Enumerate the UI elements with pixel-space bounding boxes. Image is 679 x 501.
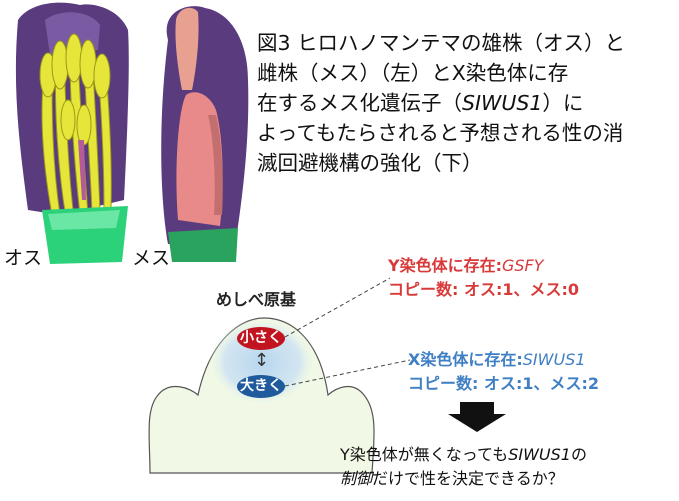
x-chromosome-info: X染色体に存在:SIWUS1 コピー数: オス:1、メス:2 <box>408 348 599 396</box>
y-chromosome-info: Y染色体に存在:GSFY コピー数: オス:1、メス:0 <box>388 254 579 302</box>
flower-micrographs <box>15 2 249 264</box>
caption-line-4: よってもたらされると予想される性の消 <box>257 121 624 145</box>
double-arrow-icon: ↕ <box>254 350 270 371</box>
y-leader-line <box>284 277 391 338</box>
question-control-word: 制御 <box>340 469 373 488</box>
label-male: オス <box>4 247 43 269</box>
y-copy-number: コピー数: オス:1、メス:0 <box>388 280 580 299</box>
caption-line-1: 図3 ヒロハノマンテマの雄株（オス）と <box>257 31 626 55</box>
large-oval-badge: 大きく <box>237 375 285 398</box>
x-copy-number: コピー数: オス:1、メス:2 <box>408 374 600 393</box>
question-line-1-prefix: Y染色体が無くなっても <box>340 445 509 464</box>
caption-gene-name: SIWUS1 <box>462 91 543 115</box>
figure-caption: 図3 ヒロハノマンテマの雄株（オス）と 雌株（メス）（左）とX染色体に存 在する… <box>257 28 677 178</box>
question-line-2: 制御だけで性を決定できるか？ <box>340 467 587 491</box>
female-flower-image <box>161 6 249 262</box>
research-question: Y染色体が無くなってもSIWUS1の 制御だけで性を決定できるか？ <box>340 443 587 491</box>
y-location-label: Y染色体に存在: <box>388 256 502 275</box>
question-line-1-suffix: の <box>570 445 587 464</box>
small-oval-badge: 小さく <box>237 327 285 350</box>
primordium-center-glow <box>208 318 316 406</box>
question-line-1: Y染色体が無くなってもSIWUS1の <box>340 443 587 467</box>
y-gene-name: GSFY <box>502 256 544 275</box>
caption-line-3: 在するメス化遺伝子（SIWUS1）に <box>257 88 677 118</box>
male-flower-image <box>15 2 129 264</box>
caption-line-2: 雌株（メス）（左）とX染色体に存 <box>257 61 569 85</box>
question-gene-name: SIWUS1 <box>508 445 571 464</box>
caption-line-3-prefix: 在するメス化遺伝子（ <box>257 91 462 115</box>
down-arrow <box>448 402 506 432</box>
caption-line-5: 滅回避機構の強化（下） <box>257 151 483 175</box>
question-line-2-suffix: だけで性を決定できるか？ <box>372 469 564 488</box>
primordium-title: めしべ原基 <box>216 290 297 309</box>
caption-line-3-suffix: ）に <box>542 91 584 115</box>
x-gene-name: SIWUS1 <box>522 350 586 369</box>
x-leader-line <box>284 359 411 387</box>
y-chromosome-line-1: Y染色体に存在:GSFY <box>388 254 579 278</box>
x-location-label: X染色体に存在: <box>408 350 523 369</box>
label-female: メス <box>132 247 171 269</box>
x-chromosome-line-1: X染色体に存在:SIWUS1 <box>408 348 599 372</box>
